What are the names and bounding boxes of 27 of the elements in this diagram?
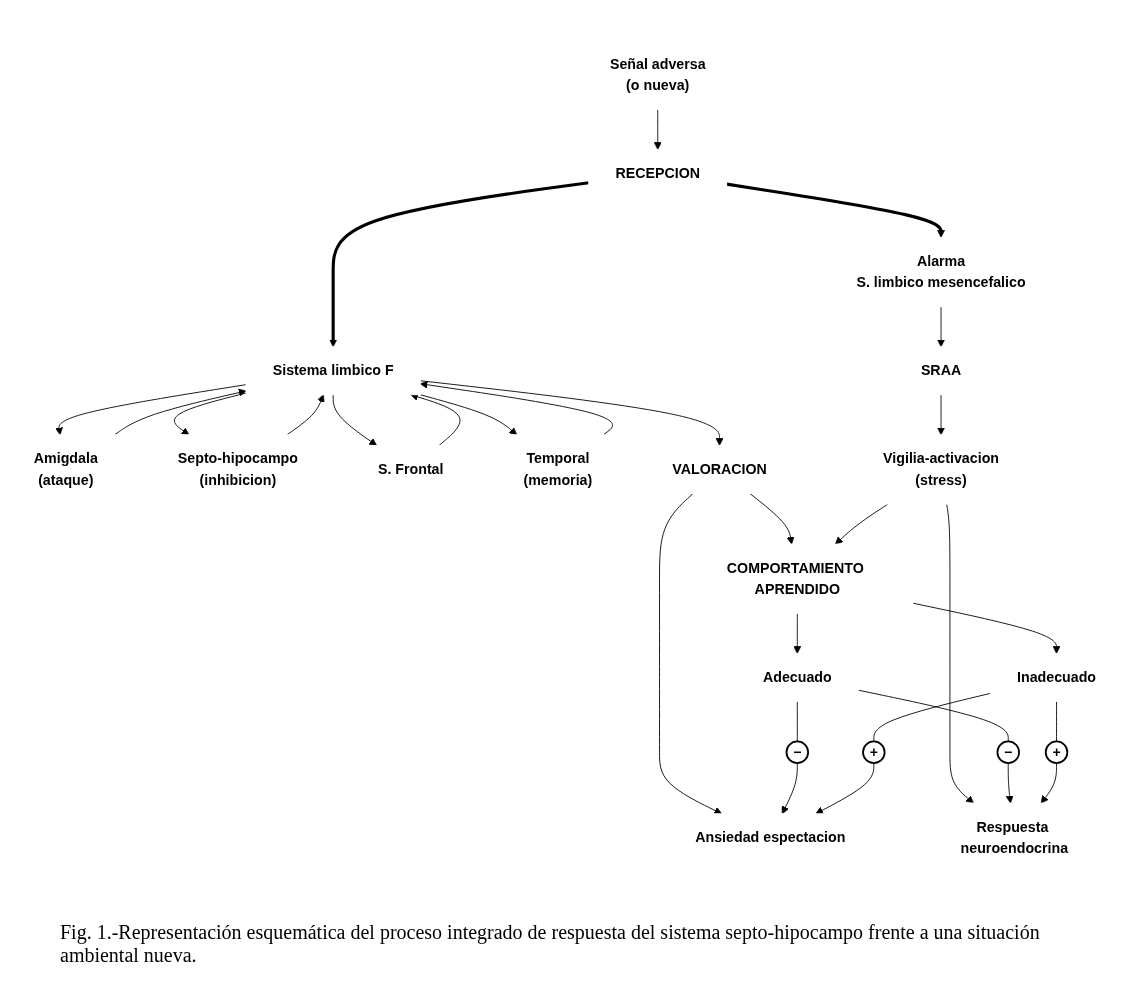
node-text: Vigilia-activacion (stress) [883,451,999,488]
arrow [726,182,945,239]
node-circle: + [862,740,886,765]
node-text: Inadecuado [1017,669,1097,685]
connector [873,693,991,743]
node-text: COMPORTAMIENTO APRENDIDO [726,560,864,597]
node-text: Amigdala (ataque) [33,451,98,488]
node-text: Adecuado [762,669,832,685]
figure-caption: Fig. 1.-Representación esquemática del proceso integrado de respuesta del sistema septo-hipocampo frente a una situación ambiental nueva. [59,920,1041,968]
node-text: Ansiedad espectacion [695,829,846,846]
node-text: VALORACION [672,461,767,477]
node-text: RECEPCION [615,165,701,181]
arrow [329,181,589,348]
connector [1056,701,1057,743]
node-text: Sistema limbico F [272,363,394,379]
node-circle: − [785,740,809,765]
node-text: Señal adversa (o nueva) [609,56,706,93]
node-text: S. Frontal [377,461,444,477]
node-text: Septo-hipocampo (inhibicion) [177,451,298,488]
node-text: Alarma S. limbico mesencefalico [856,253,1026,291]
node-circle: + [1044,740,1069,765]
node-circle: − [996,740,1020,765]
connector [796,701,798,743]
node-text: Temporal (memoria) [523,451,593,488]
connector [857,689,1009,743]
node-text: SRAA [920,363,962,379]
node-text: Respuesta neuroendocrina [960,819,1069,856]
